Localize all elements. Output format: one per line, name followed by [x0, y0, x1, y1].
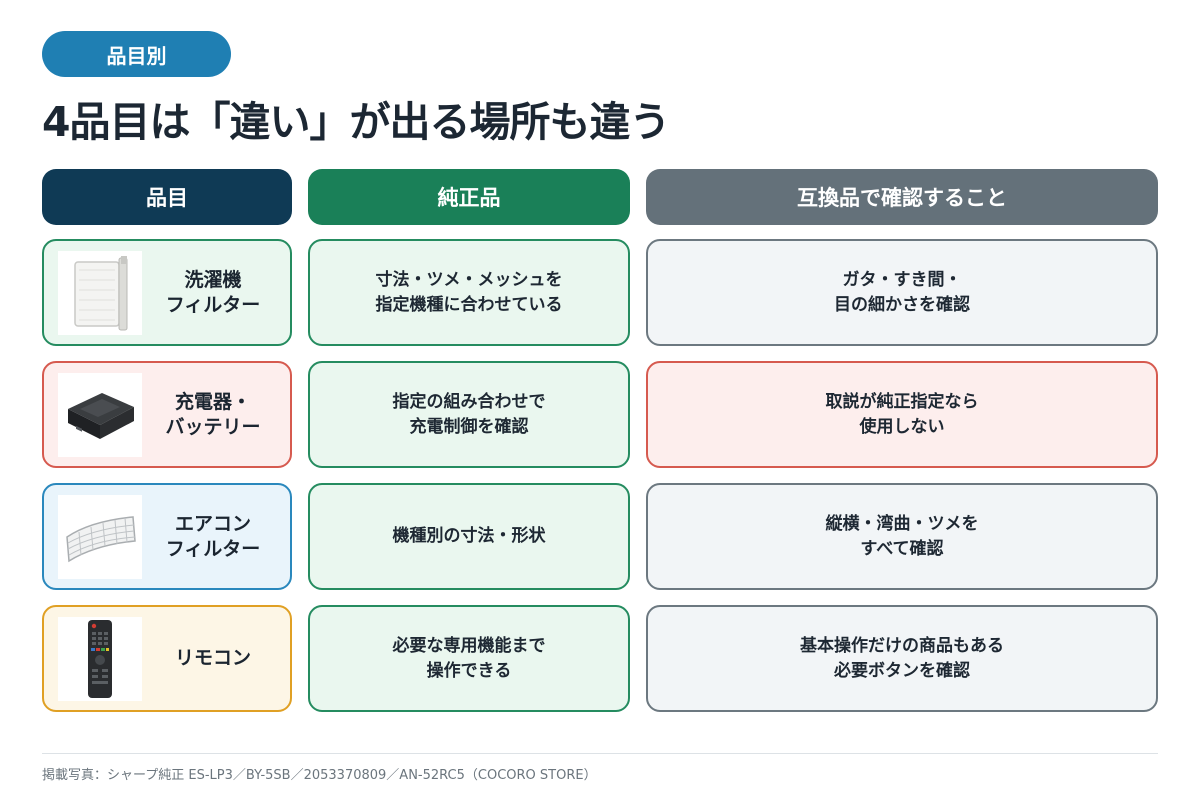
row-3-compatible: 縦横・湾曲・ツメをすべて確認: [646, 483, 1158, 590]
item-label: リモコン: [174, 647, 251, 669]
header-item: 品目: [42, 169, 292, 225]
page-title: 4品目は「違い」が出る場所も違う: [42, 98, 671, 146]
row-4-genuine: 必要な専用機能まで操作できる: [308, 605, 630, 712]
air-conditioner-filter-icon: [58, 494, 142, 579]
row-1-genuine: 寸法・ツメ・メッシュを指定機種に合わせている: [308, 239, 630, 346]
footer-divider: [42, 753, 1158, 754]
header-compatible: 互換品で確認すること: [646, 169, 1158, 225]
row-3-item: エアコンフィルター: [42, 483, 292, 590]
row-4-compatible: 基本操作だけの商品もある必要ボタンを確認: [646, 605, 1158, 712]
row-1-item: 洗濯機フィルター: [42, 239, 292, 346]
washing-machine-filter-icon: [58, 250, 142, 335]
header-genuine: 純正品: [308, 169, 630, 225]
item-label: 洗濯機フィルター: [165, 268, 261, 316]
category-tag: 品目別: [42, 31, 231, 77]
row-2-item: 充電器・バッテリー: [42, 361, 292, 468]
row-3-genuine: 機種別の寸法・形状: [308, 483, 630, 590]
row-4-item: リモコン: [42, 605, 292, 712]
row-2-genuine: 指定の組み合わせで充電制御を確認: [308, 361, 630, 468]
photo-credit: 掲載写真：シャープ純正 ES-LP3／BY-5SB／2053370809／AN-…: [42, 768, 597, 783]
item-label: エアコンフィルター: [165, 512, 261, 560]
row-1-compatible: ガタ・すき間・目の細かさを確認: [646, 239, 1158, 346]
item-label: 充電器・バッテリー: [165, 390, 261, 438]
row-2-compatible: 取説が純正指定なら使用しない: [646, 361, 1158, 468]
charger-battery-icon: [58, 372, 142, 457]
remote-control-icon: [58, 616, 142, 701]
